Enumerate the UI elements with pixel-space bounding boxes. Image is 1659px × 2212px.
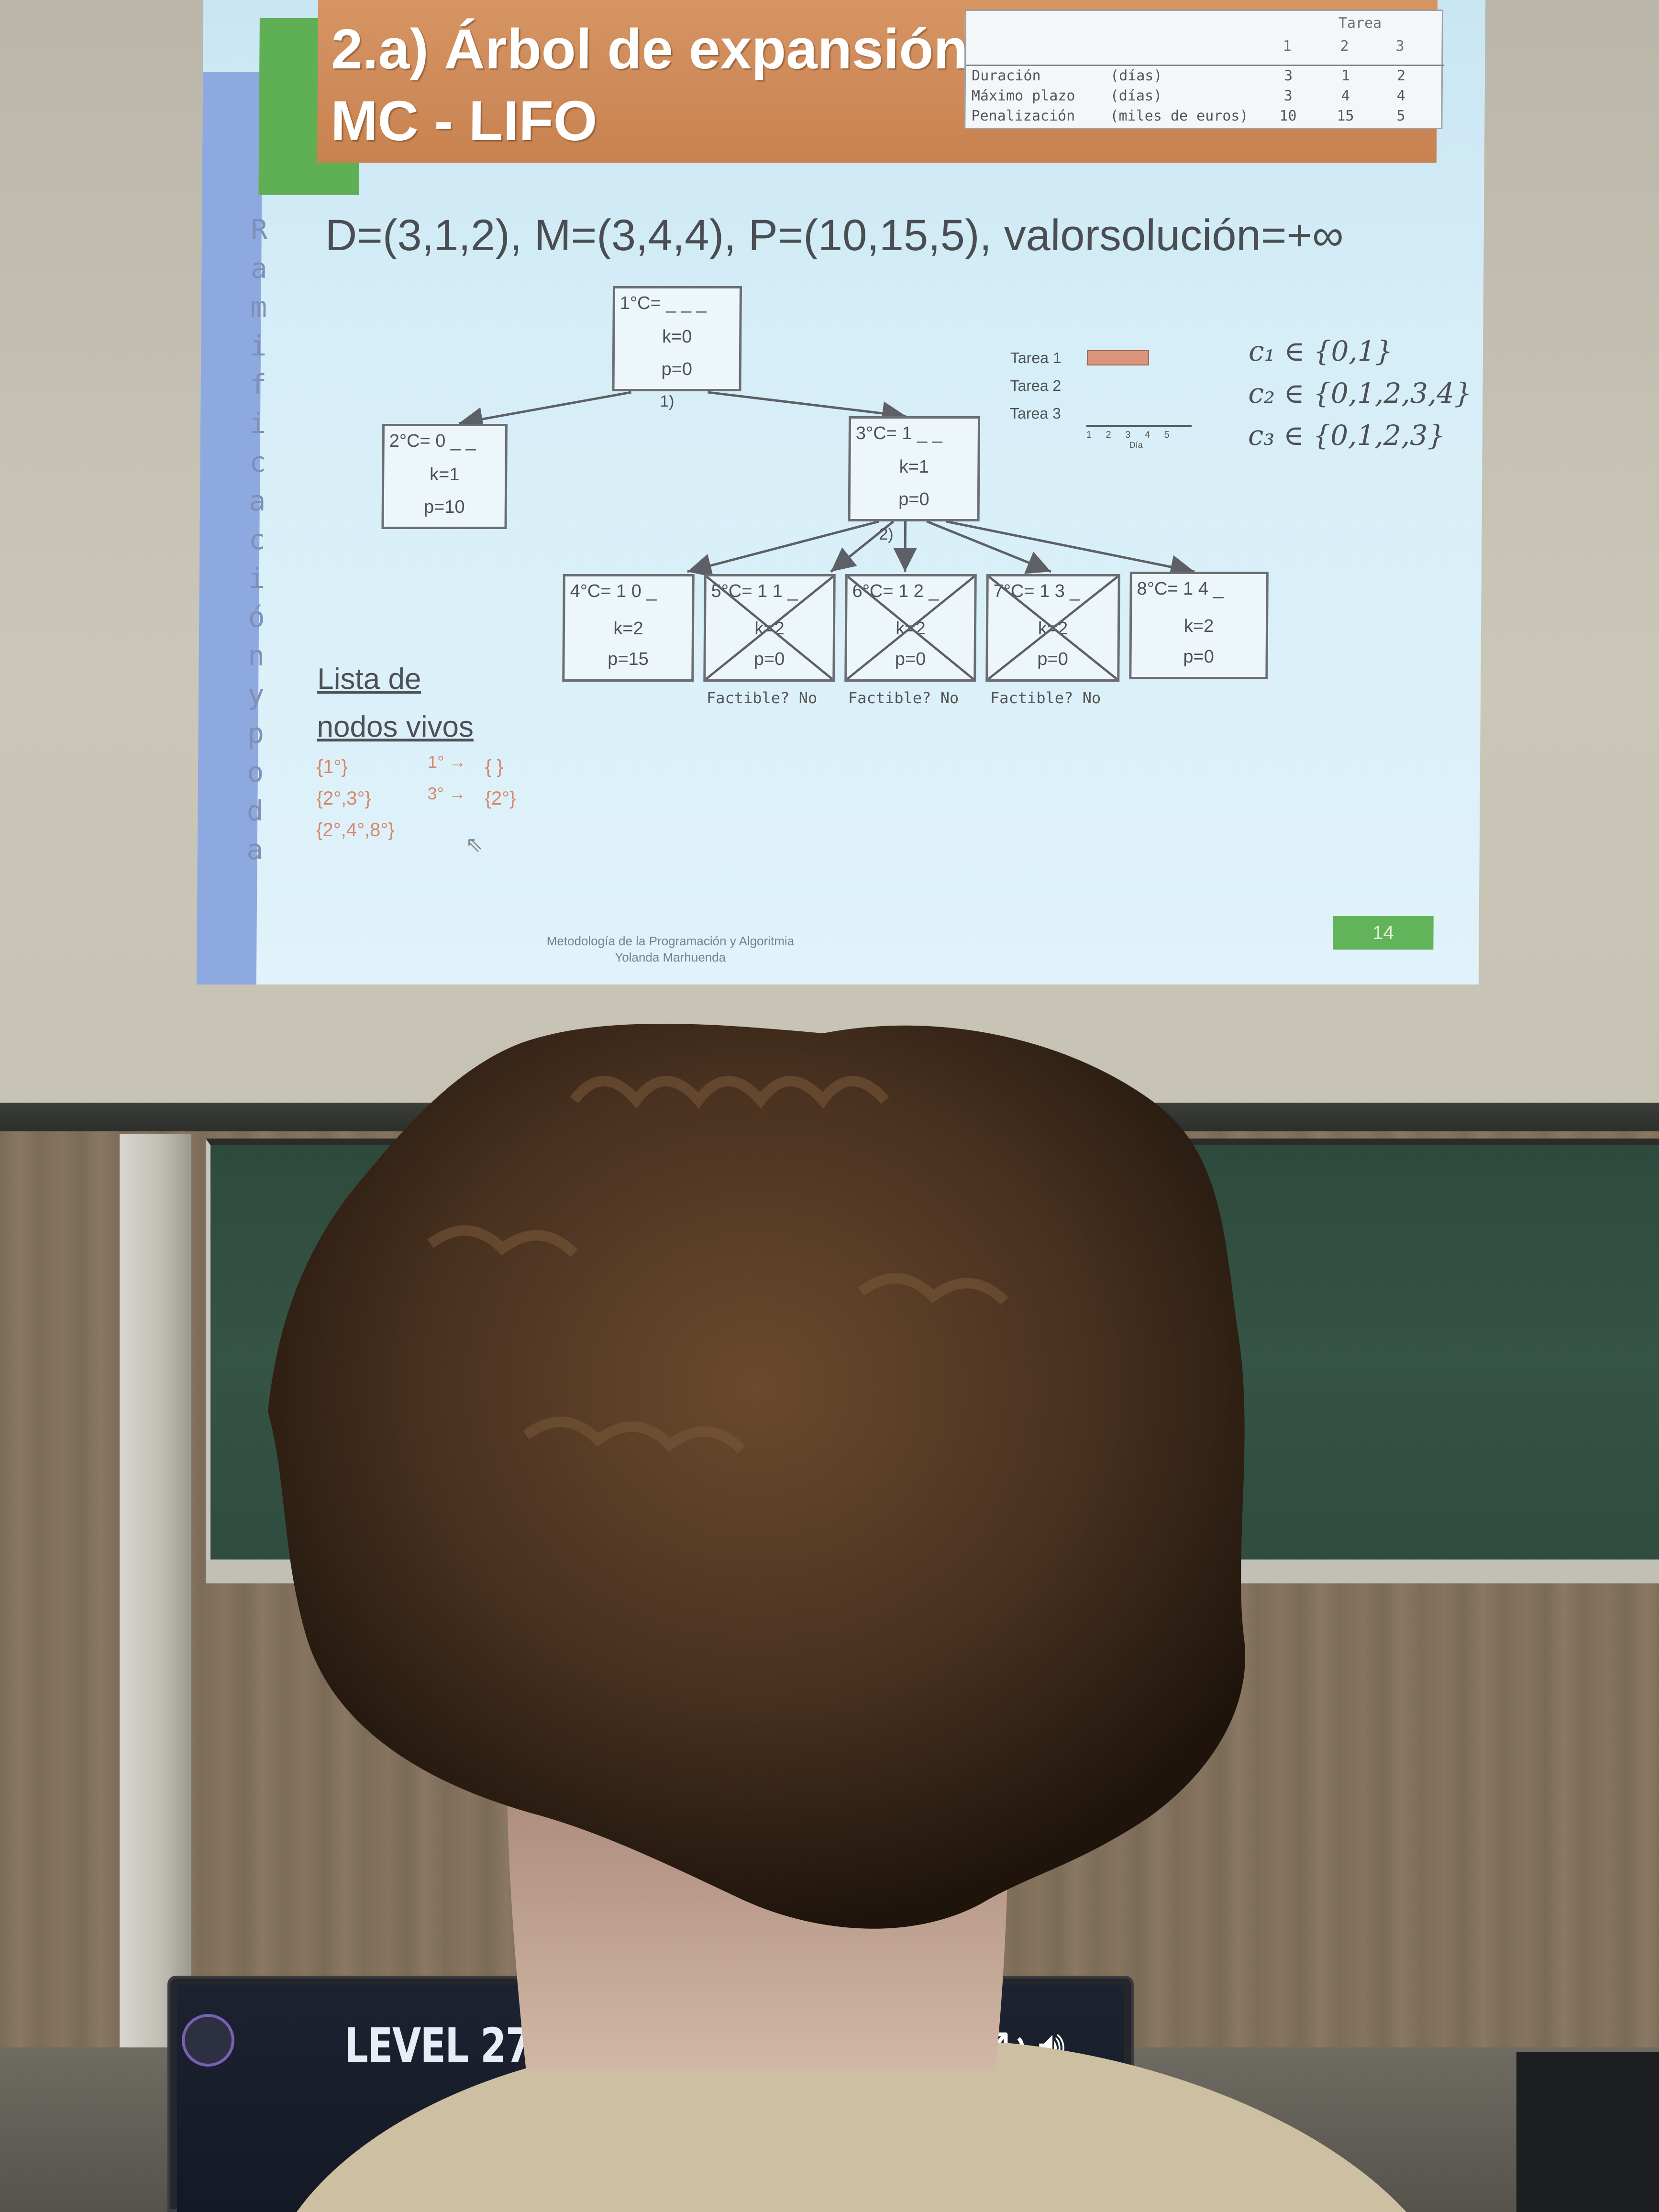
pruned-cross-icon	[847, 576, 974, 679]
slide-footer: Metodología de la Programación y Algorit…	[197, 933, 1144, 965]
live-nodes-result: {2°}	[485, 788, 516, 809]
live-nodes-title-line1: Lista de	[317, 663, 421, 696]
mouse-cursor-icon: ⇖	[465, 833, 483, 856]
node-p: p=0	[661, 359, 693, 379]
tree-edge	[926, 520, 1051, 574]
feasible-label: Factible? No	[990, 689, 1101, 707]
pruned-cross-icon	[988, 576, 1118, 679]
live-nodes-result: { }	[485, 756, 503, 777]
sound-icon[interactable]: 🔊︎	[1038, 2021, 1065, 2071]
node-c: 4°C= 1 0 _	[570, 581, 657, 601]
tree-node: 3°C= 1 _ _ k=1 p=0	[848, 416, 981, 521]
legend-task1-bar	[1086, 350, 1150, 365]
tree-node: 4°C= 1 0 _ k=2 p=15	[562, 574, 695, 682]
domain-c2: c₂ ∈ {0,1,2,3,4}	[1248, 377, 1472, 409]
legend-task: Tarea 3	[1010, 405, 1062, 422]
live-nodes-arrows: 1° → 3° →	[427, 746, 466, 809]
live-nodes-title-line2: nodos vivos	[317, 710, 474, 743]
edge-label: 1)	[660, 392, 675, 410]
monitor	[1516, 2052, 1659, 2212]
feasible-label: Factible? No	[706, 689, 818, 707]
live-nodes-step: {2°,4°,8°}	[316, 819, 395, 841]
node-k: k=2	[613, 619, 643, 639]
tree-node-pruned: 7°C= 1 3 _ k=2 p=0	[985, 574, 1120, 682]
node-c: 1°C= _ _ _	[619, 293, 707, 313]
legend-day-axis	[1086, 425, 1192, 427]
live-nodes-arrow: 1° →	[427, 752, 466, 772]
legend-task: Tarea 2	[1010, 377, 1062, 394]
live-nodes-steps: {1°} {2°,3°} {2°,4°,8°}	[316, 751, 395, 846]
node-c: 2°C= 0 _ _	[389, 431, 476, 451]
tree-edge	[946, 520, 1195, 579]
live-nodes-arrow-label: 1°	[427, 752, 444, 772]
tree-node: 8°C= 1 4 _ k=2 p=0	[1129, 572, 1269, 679]
node-k: k=0	[662, 327, 692, 347]
tree-edge	[830, 520, 895, 573]
back-button-icon[interactable]	[182, 2014, 234, 2067]
tree-edge	[458, 391, 631, 431]
live-nodes-arrow: 3° →	[427, 784, 466, 803]
tree-node: 2°C= 0 _ _ k=1 p=10	[381, 424, 508, 529]
legend-day-title: Día	[1129, 440, 1143, 450]
node-p: p=10	[423, 497, 465, 517]
tree-node-pruned: 5°C= 1 1 _ k=2 p=0	[703, 574, 836, 682]
live-nodes-step: {2°,3°}	[316, 788, 372, 809]
domain-c3: c₃ ∈ {0,1,2,3}	[1248, 419, 1446, 452]
node-k: k=1	[429, 465, 460, 485]
live-nodes-results: { } {2°}	[485, 751, 516, 814]
tree-edge	[687, 520, 880, 577]
tree-edge	[893, 521, 918, 572]
chalk-tray	[206, 1559, 1659, 1583]
tree-node: 1°C= _ _ _ k=0 p=0	[612, 286, 742, 391]
tree-node-pruned: 6°C= 1 2 _ k=2 p=0	[844, 574, 977, 682]
edge-label: 2)	[879, 525, 894, 543]
tree-edge	[708, 391, 907, 425]
slide-footer-author: Yolanda Marhuenda	[615, 950, 726, 964]
pruned-cross-icon	[706, 576, 833, 679]
live-nodes-arrow-label: 3°	[427, 784, 444, 803]
node-p: p=0	[1183, 647, 1214, 667]
node-k: k=2	[1183, 616, 1214, 636]
chalkboard	[206, 1139, 1659, 1569]
restart-icon[interactable]: ↻	[990, 2021, 1029, 2075]
node-c: 8°C= 1 4 _	[1137, 579, 1224, 599]
laptop-screen	[177, 1985, 1124, 2212]
node-c: 3°C= 1 _ _	[855, 423, 943, 443]
game-level-label: LEVEL 27	[344, 2018, 531, 2074]
tree-edges	[458, 391, 1195, 579]
domain-c1: c₁ ∈ {0,1}	[1248, 335, 1393, 367]
feasible-label: Factible? No	[848, 689, 959, 707]
legend-day-numbers: 1 2 3 4 5	[1086, 430, 1175, 440]
legend-task: Tarea 1	[1010, 349, 1062, 366]
node-k: k=1	[899, 457, 929, 477]
projector-screen-rail	[0, 1103, 1659, 1131]
slide-page-number: 14	[1333, 916, 1434, 950]
node-p: p=15	[608, 649, 649, 669]
live-nodes-step: {1°}	[316, 756, 348, 777]
node-p: p=0	[898, 489, 929, 509]
variable-domains: c₁ ∈ {0,1} c₂ ∈ {0,1,2,3,4} c₃ ∈ {0,1,2,…	[1248, 330, 1472, 456]
slide-footer-course: Metodología de la Programación y Algorit…	[546, 934, 795, 948]
live-nodes-title: Lista de nodos vivos	[317, 655, 474, 751]
